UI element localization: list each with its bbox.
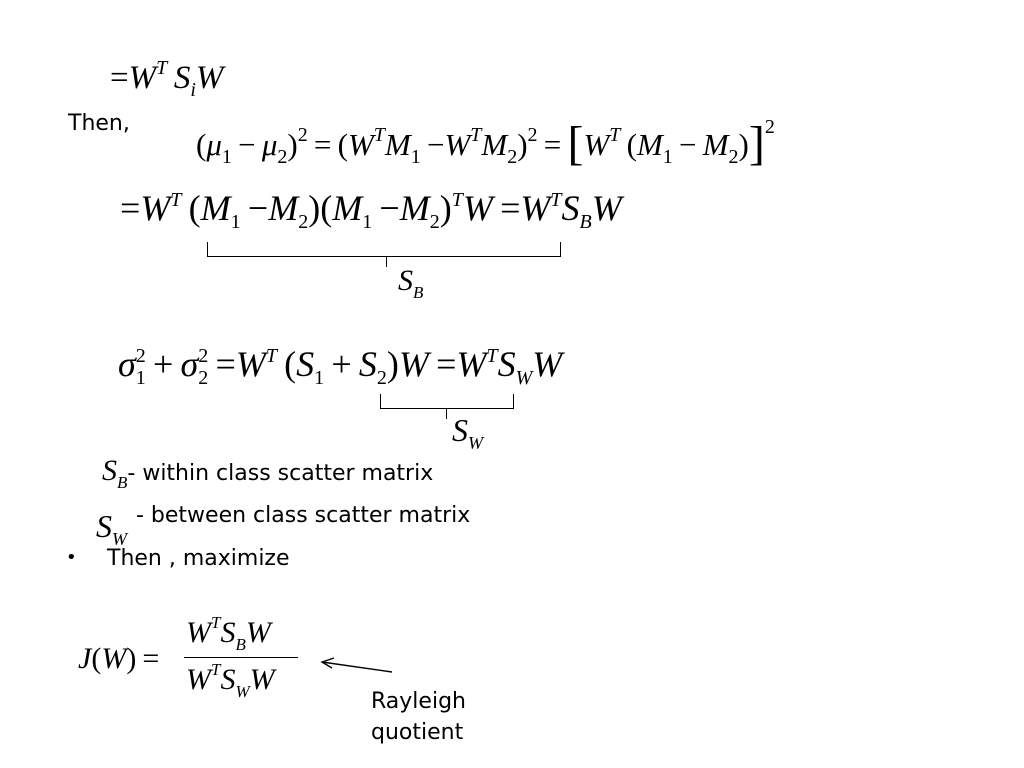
sw-underbrace-tick: [446, 409, 447, 419]
rayleigh-caption-1: Rayleigh: [371, 689, 466, 714]
rayleigh-caption-2: quotient: [371, 720, 464, 745]
jw-lhs: J(W) =: [78, 642, 160, 675]
equation-line-4: σ12 + σ22 =WT (S1 + S2)W =WTSWW: [118, 344, 563, 389]
fraction-denominator: WTSWW: [186, 660, 275, 701]
bullet-marker: •: [66, 547, 77, 568]
sw-brace-label: SW: [452, 412, 483, 453]
then-label: Then,: [68, 111, 130, 136]
def-sw-text: - between class scatter matrix: [136, 503, 471, 528]
def-sw-symbol: SW: [96, 508, 127, 549]
equation-line-1: =WT SiW: [110, 57, 224, 101]
sb-brace-label: SB: [398, 264, 424, 302]
def-sb: SB- within class scatter matrix: [102, 454, 434, 492]
equation-line-3: =WT (M1 −M2)(M1 −M2)TW =WTSBW: [120, 188, 622, 233]
sw-underbrace: [380, 394, 514, 409]
fraction-numerator: WTSBW: [186, 613, 271, 654]
equation-line-2: (μ1 − μ2)2 = (WTM1 −WTM2)2 = [WT (M1 − M…: [196, 116, 775, 170]
sb-underbrace: [207, 242, 561, 257]
sb-underbrace-tick: [386, 257, 387, 267]
bullet-text: Then , maximize: [107, 546, 290, 571]
arrow-icon: [320, 657, 393, 673]
fraction-bar: [184, 657, 298, 658]
